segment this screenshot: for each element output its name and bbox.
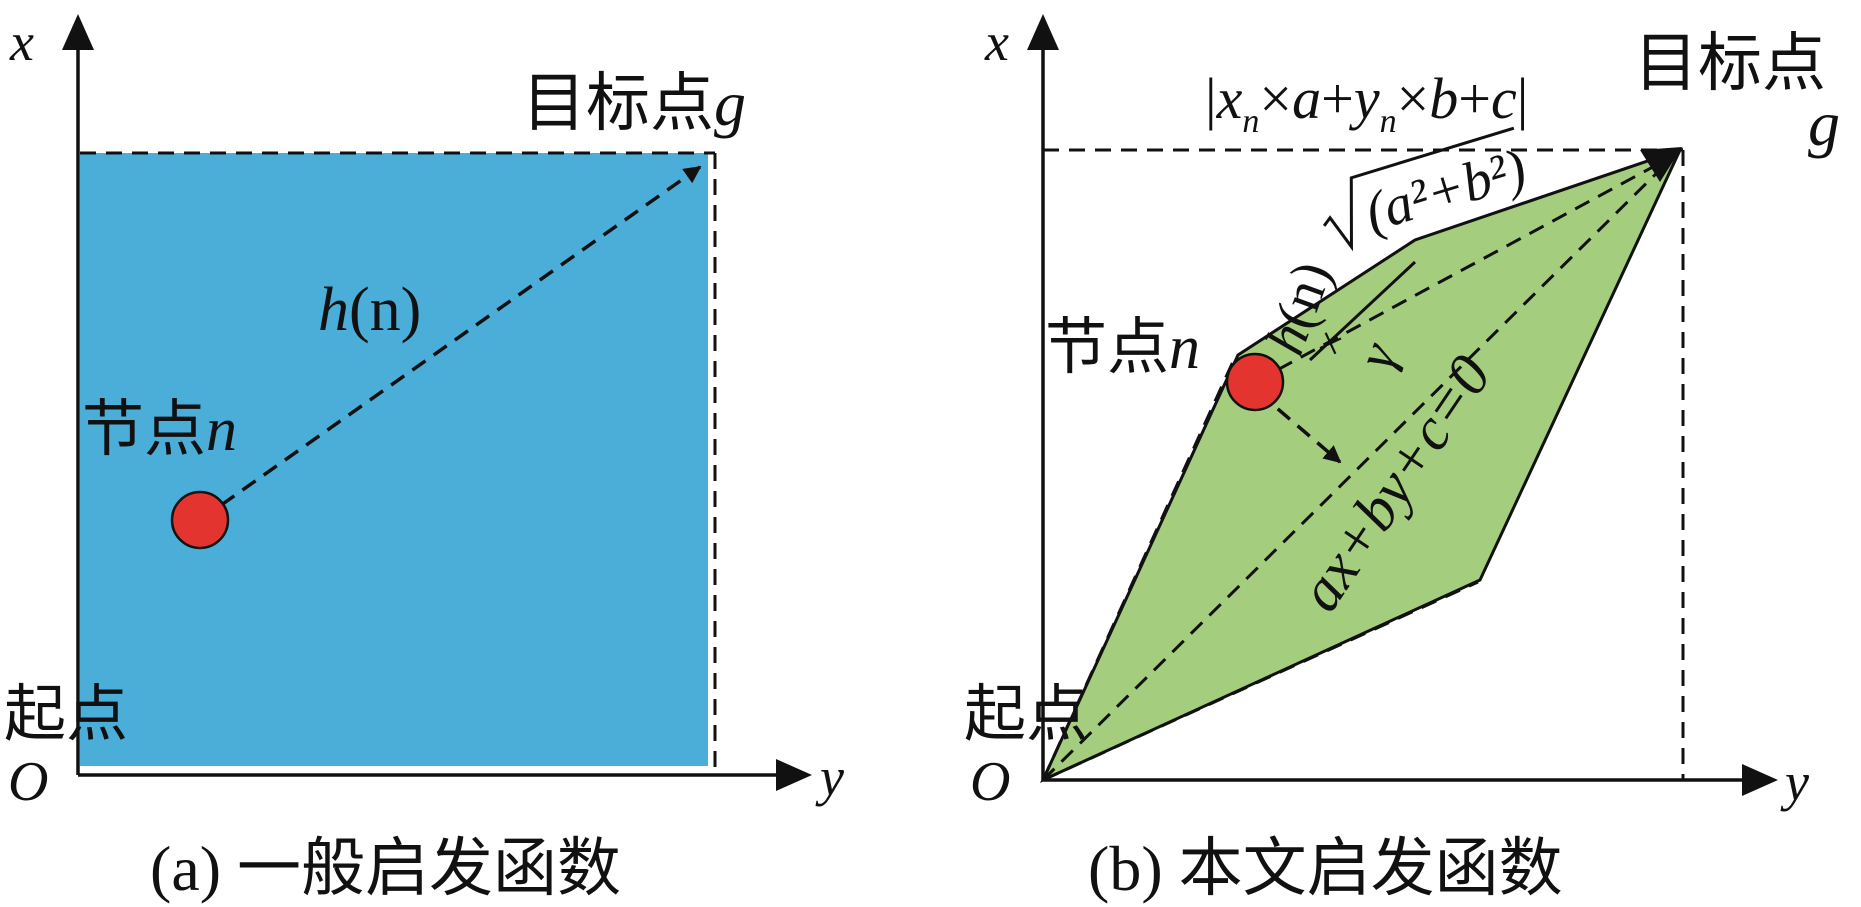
panel-b-caption: (b) 本文启发函数 bbox=[1088, 833, 1563, 904]
panel-a-node-circle bbox=[170, 490, 230, 550]
panel-b-origin-label: O bbox=[970, 751, 1010, 813]
panel-b-y-axis-arrow-icon bbox=[1742, 764, 1778, 796]
panel-a-goal-label: 目标点g bbox=[522, 68, 746, 139]
panel-b-start-label: 起点 bbox=[964, 681, 1088, 749]
panel-b-sqrt-sign-icon bbox=[1322, 126, 1515, 252]
panel-b-perpendicular-arrow bbox=[1256, 390, 1342, 464]
panel-b-goal-var: g bbox=[1808, 88, 1840, 159]
panel-a-y-axis-label: y bbox=[815, 747, 844, 807]
panel-a-start-label: 起点 bbox=[4, 681, 128, 749]
panel-a-caption: (a) 一般启发函数 bbox=[150, 833, 621, 904]
panel-b: x y O 起点 目标点 g |xn×a+yn×b+c| (a²+b²) 节点n… bbox=[964, 12, 1840, 904]
panel-a-search-region bbox=[80, 153, 708, 766]
panel-a-y-axis-arrow-icon bbox=[776, 759, 812, 791]
panel-b-fraction-bar bbox=[1308, 260, 1417, 362]
panel-a-origin-label: O bbox=[8, 751, 48, 813]
panel-a-h-label: h(n) bbox=[318, 276, 421, 344]
panel-b-goal-arrowhead-icon bbox=[1640, 147, 1682, 182]
panel-b-diagonal-line bbox=[1041, 148, 1682, 782]
panel-a-node-label: 节点n bbox=[82, 396, 237, 464]
panel-a-x-axis-arrow-icon bbox=[62, 14, 94, 50]
panel-b-node-circle bbox=[1225, 352, 1285, 412]
panel-b-x-axis-label: x bbox=[984, 12, 1009, 72]
panel-b-x-axis-arrow-icon bbox=[1027, 14, 1059, 50]
panel-b-distance-numerator: |xn×a+yn×b+c| bbox=[1205, 66, 1528, 140]
panel-b-y-axis-label: y bbox=[1780, 752, 1809, 812]
panel-b-goal-label: 目标点 bbox=[1634, 28, 1826, 99]
panel-a: x y O 起点 目标点g 节点n h(n) (a) 一般启发函数 bbox=[4, 12, 844, 904]
panel-b-lower-diagonal-line bbox=[1042, 580, 1479, 782]
panel-a-x-axis-label: x bbox=[9, 12, 34, 72]
panel-b-node-label: 节点n bbox=[1045, 314, 1200, 382]
